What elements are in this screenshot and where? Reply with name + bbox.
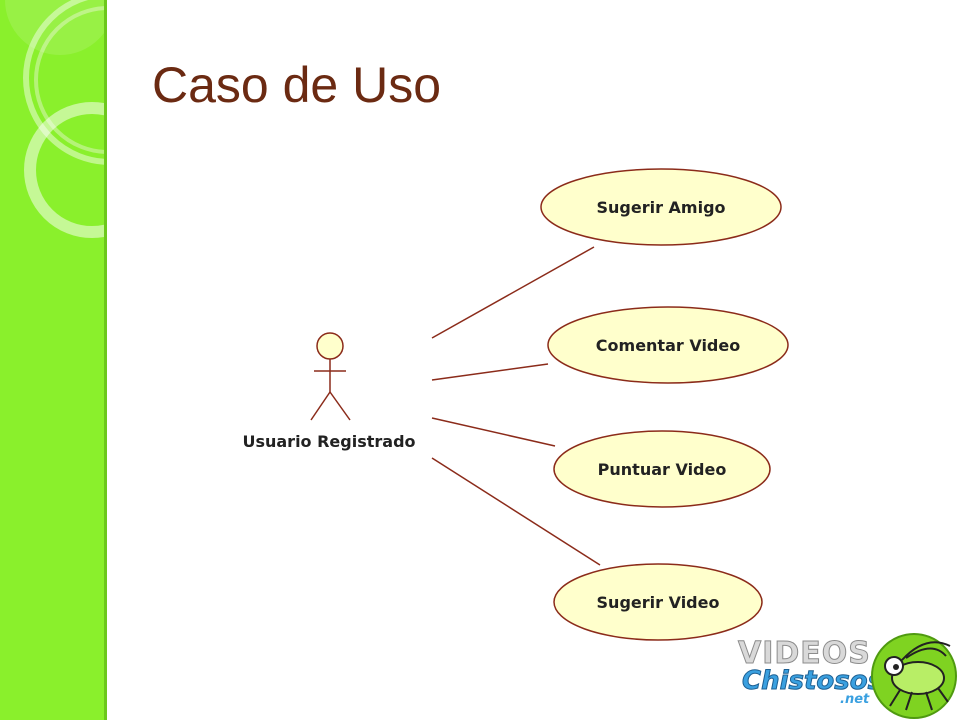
actor-label: Usuario Registrado [242, 432, 415, 451]
use-case-sugerir-video: Sugerir Video [553, 563, 763, 641]
logo-word-net: .net [840, 692, 870, 707]
use-case-label: Sugerir Video [597, 593, 720, 612]
sidebar-edge [104, 0, 107, 720]
sidebar-decoration [0, 0, 104, 720]
association-line-2 [431, 363, 549, 381]
videos-chistosos-logo: VIDEOS Chistosos .net [736, 630, 960, 720]
use-case-label: Sugerir Amigo [596, 198, 725, 217]
use-case-label: Puntuar Video [598, 460, 727, 479]
actor-figure [310, 332, 351, 421]
use-case-label: Comentar Video [596, 336, 740, 355]
logo-word-videos: VIDEOS [738, 636, 871, 672]
slide-title: Caso de Uso [152, 57, 442, 113]
logo-word-chistosos: Chistosos [741, 666, 884, 697]
association-line-1 [431, 246, 595, 339]
sidebar-circles [5, 0, 104, 238]
association-line-3 [431, 417, 556, 447]
use-case-comentar-video: Comentar Video [547, 306, 789, 384]
use-case-sugerir-amigo: Sugerir Amigo [540, 168, 782, 246]
actor-head [316, 332, 344, 360]
association-line-4 [431, 457, 601, 566]
use-case-puntuar-video: Puntuar Video [553, 430, 771, 508]
cricket-mascot-icon [871, 633, 957, 719]
